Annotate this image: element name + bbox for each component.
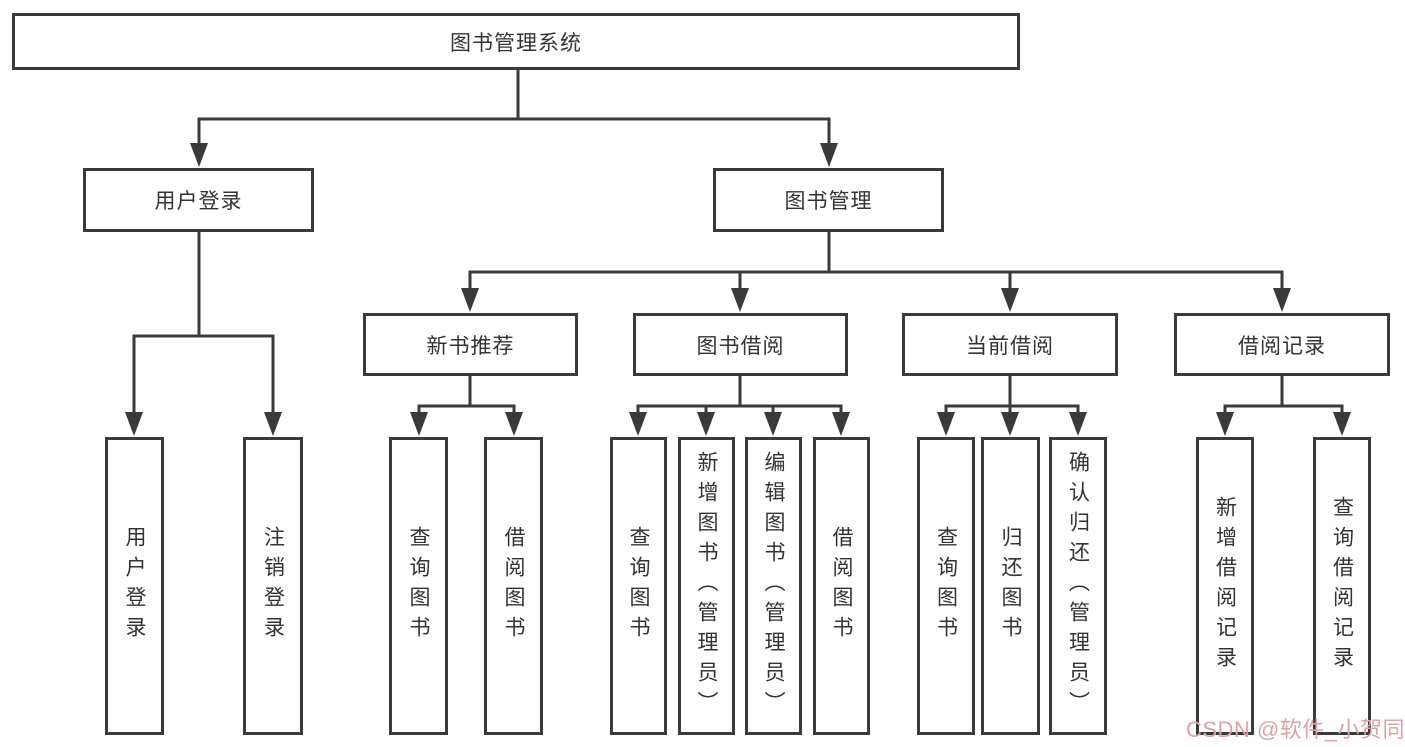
node-current-borrow: 当前借阅: [902, 313, 1118, 376]
leaf-query-borrow-record-label: 查询借阅记录: [1330, 496, 1354, 676]
leaf-query-books-borrow-label: 查询图书: [627, 526, 650, 646]
node-new-book-recommend-label: 新书推荐: [426, 334, 515, 358]
node-user-login-label: 用户登录: [154, 190, 243, 213]
node-root: 图书管理系统: [12, 13, 1020, 70]
leaf-borrow-books-recommend: 借阅图书: [484, 437, 543, 735]
node-root-label: 图书管理系统: [450, 31, 582, 55]
leaf-confirm-return-admin: 确认归还（管理员）: [1049, 437, 1107, 735]
node-book-management-label: 图书管理: [784, 190, 873, 213]
node-current-borrow-label: 当前借阅: [966, 334, 1054, 358]
leaf-borrow-books-recommend-label: 借阅图书: [502, 526, 525, 646]
leaf-return-books: 归还图书: [981, 437, 1040, 735]
node-user-login: 用户登录: [83, 168, 314, 232]
leaf-return-books-label: 归还图书: [999, 526, 1022, 646]
leaf-query-books-recommend: 查询图书: [389, 437, 448, 735]
leaf-user-login-label: 用户登录: [123, 526, 146, 646]
leaf-add-book-admin: 新增图书（管理员）: [678, 437, 735, 735]
leaf-query-books-recommend-label: 查询图书: [407, 526, 430, 646]
leaf-confirm-return-admin-label: 确认归还（管理员）: [1066, 451, 1090, 721]
leaf-borrow-books-label: 借阅图书: [830, 526, 853, 646]
leaf-query-books-borrow: 查询图书: [610, 437, 667, 735]
leaf-borrow-books: 借阅图书: [813, 437, 870, 735]
csdn-watermark: CSDN @软件_小贺同学: [1186, 717, 1405, 742]
node-book-borrow-label: 图书借阅: [696, 334, 785, 358]
leaf-query-books-current-label: 查询图书: [934, 526, 958, 646]
node-book-management: 图书管理: [713, 168, 944, 232]
node-new-book-recommend: 新书推荐: [363, 313, 578, 376]
leaf-user-login: 用户登录: [105, 437, 164, 735]
leaf-query-books-current: 查询图书: [917, 437, 975, 735]
node-borrow-records-label: 借阅记录: [1238, 334, 1326, 358]
node-book-borrow: 图书借阅: [633, 313, 848, 376]
leaf-add-book-admin-label: 新增图书（管理员）: [695, 451, 718, 721]
leaf-logout-label: 注销登录: [261, 526, 285, 646]
leaf-logout: 注销登录: [243, 437, 303, 735]
leaf-query-borrow-record: 查询借阅记录: [1313, 437, 1371, 735]
leaf-edit-book-admin: 编辑图书（管理员）: [745, 437, 802, 735]
leaf-edit-book-admin-label: 编辑图书（管理员）: [762, 451, 785, 721]
leaf-add-borrow-record: 新增借阅记录: [1196, 437, 1254, 735]
leaf-add-borrow-record-label: 新增借阅记录: [1213, 496, 1237, 676]
node-borrow-records: 借阅记录: [1174, 313, 1390, 376]
